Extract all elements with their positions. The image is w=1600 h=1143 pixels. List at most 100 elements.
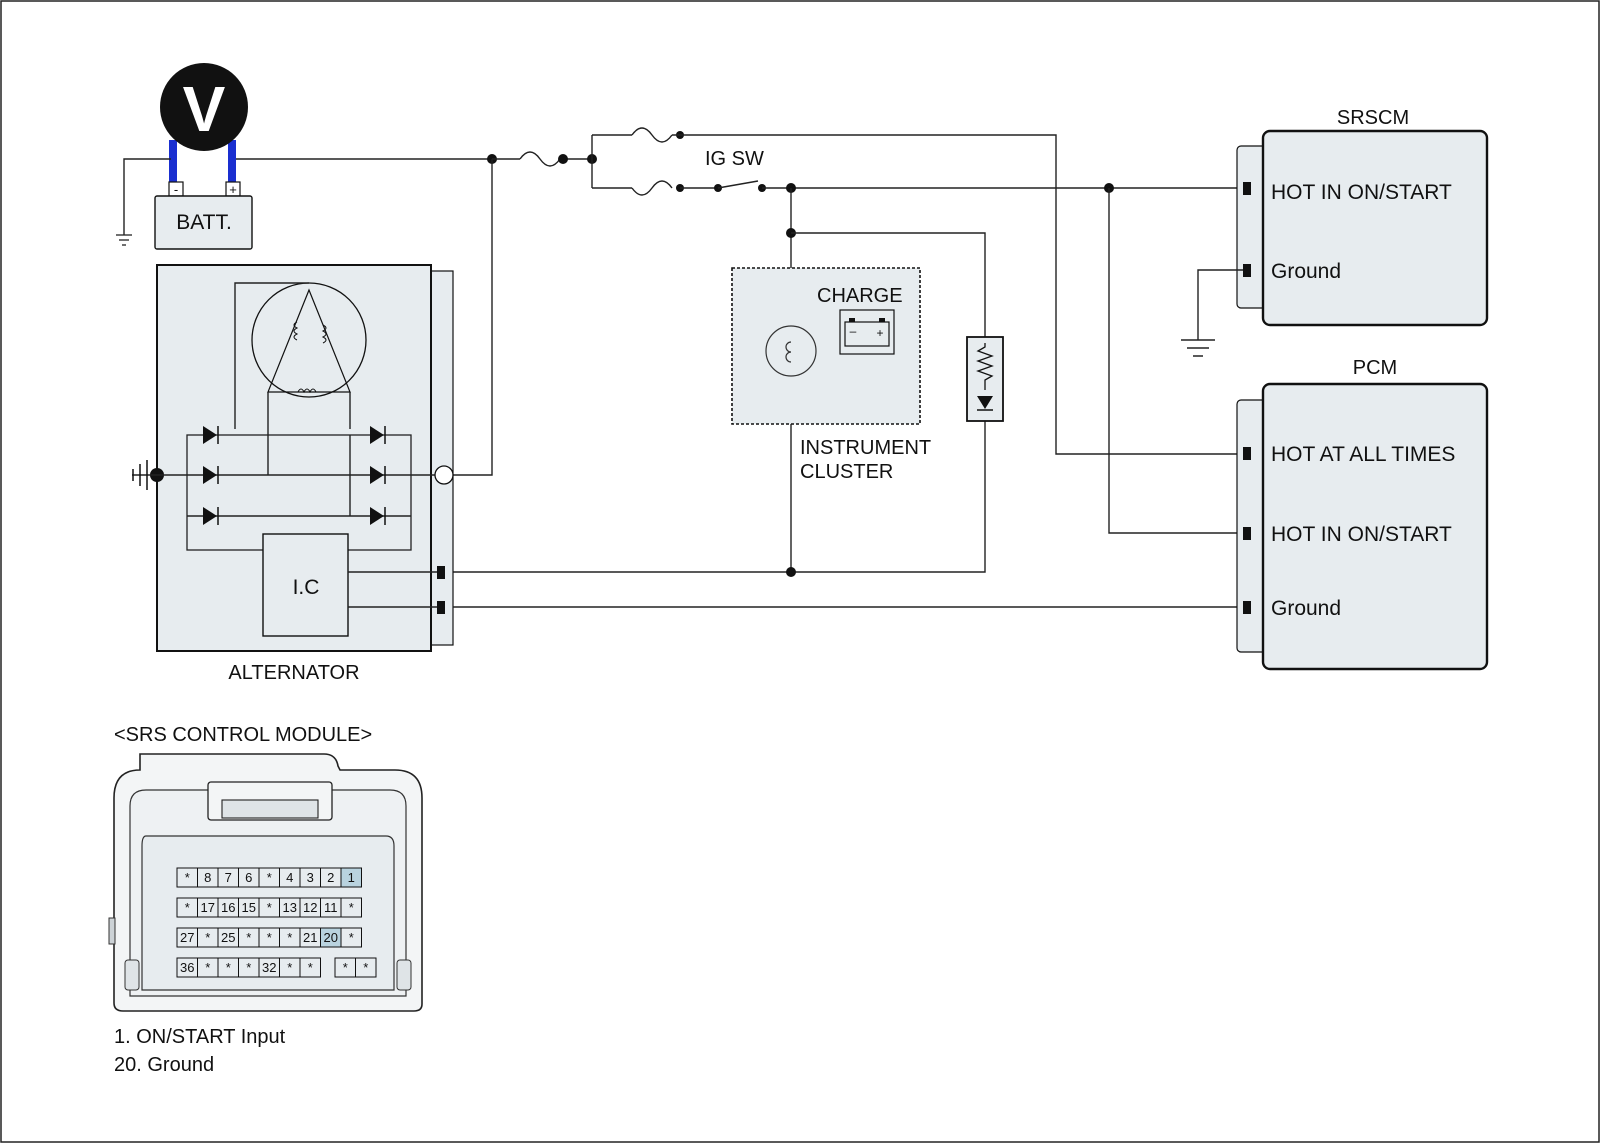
instrument-cluster-label-1: INSTRUMENT (800, 437, 931, 459)
connector-pin-label: * (349, 930, 354, 945)
b-plus-terminal (434, 465, 454, 485)
srscm-pin (1243, 264, 1251, 277)
junction-dot (558, 154, 568, 164)
battery-ground-wire (123, 158, 171, 235)
diode-icon (370, 507, 384, 525)
diode-icon (203, 466, 217, 484)
stator-delta (267, 288, 351, 393)
connector-pin-label: 2 (327, 870, 334, 885)
diode-icon (370, 426, 384, 444)
ig-switch-label: IG SW (705, 148, 764, 170)
connector-pin-label: * (308, 960, 313, 975)
pcm-pin (1243, 601, 1251, 614)
charge-lamp-icon (765, 325, 817, 377)
pcm-box (1261, 382, 1489, 671)
connector-pin-label: * (349, 900, 354, 915)
alternator-pin-l (437, 566, 445, 579)
connector-pin-label: 8 (204, 870, 211, 885)
charge-signal-wire (453, 421, 986, 573)
diode-icon (203, 507, 217, 525)
diode-icon (370, 466, 384, 484)
connector-corner-tab (396, 959, 412, 991)
battery-warning-pos (879, 318, 885, 322)
battery-warning-icon (839, 309, 895, 355)
battery: - + BATT. (154, 181, 253, 250)
connector-pin-label: * (226, 960, 231, 975)
main-fuse (519, 151, 561, 167)
connector-pin-label: 32 (262, 960, 276, 975)
battery-warning-neg (849, 318, 855, 322)
srscm-box (1261, 129, 1489, 327)
connector-pin-label: * (185, 870, 190, 885)
srscm-pin-label-1: HOT IN ON/START (1271, 181, 1452, 204)
connector-pin-label: 36 (180, 960, 194, 975)
connector-pin-label: * (363, 960, 368, 975)
battery-label: BATT. (176, 211, 232, 234)
alternator-pin-c (437, 601, 445, 614)
legend-item-2: 20. Ground (114, 1054, 214, 1076)
ignition-fuse (631, 180, 673, 196)
battery-ground-symbol (116, 234, 132, 246)
battery-pos-label: + (229, 182, 237, 197)
voltmeter-label: V (183, 73, 226, 145)
connector-pin-label: 13 (283, 900, 297, 915)
connector-pin-cell (299, 957, 321, 978)
pcm-module: PCM HOT AT ALL TIMES HOT IN ON/START Gro… (1236, 357, 1489, 671)
connector-pin-label: * (205, 930, 210, 945)
srscm-ground-wire (1197, 269, 1243, 340)
pcm-pin-label-2: HOT IN ON/START (1271, 523, 1452, 546)
ic-regulator-box (262, 533, 349, 637)
connector-pin-label: 16 (221, 900, 235, 915)
alternator-ground-symbol (132, 460, 148, 490)
instrument-cluster: CHARGE – + INSTRUMENT CLUSTER (731, 267, 931, 483)
hot-at-all-times-wire (672, 134, 1243, 455)
resistor-icon (976, 343, 994, 390)
alternator-label: ALTERNATOR (228, 662, 359, 684)
lamp-filament (785, 341, 792, 363)
connector-pin-label: 7 (225, 870, 232, 885)
voltmeter-neg-probe (169, 140, 177, 182)
srscm-module: SRSCM HOT IN ON/START Ground (1236, 107, 1489, 327)
ig-switch-blade (717, 180, 759, 189)
resistor-diode (966, 336, 1004, 422)
diode-icon (977, 396, 993, 409)
charge-neg-symbol: – (850, 324, 857, 338)
connector-pin-label: * (287, 930, 292, 945)
connector-pin-label: * (246, 960, 251, 975)
instrument-cluster-label-2: CLUSTER (800, 461, 893, 483)
pcm-ignition-wire (1108, 188, 1243, 534)
charge-label: CHARGE (817, 285, 903, 307)
connector-pin-label: 3 (307, 870, 314, 885)
connector-pin-label: 20 (324, 930, 338, 945)
connector-pin-label: 12 (303, 900, 317, 915)
connector-pin-cell (355, 957, 377, 978)
alternator-connector-tab (430, 270, 454, 646)
connector-pin-label: * (267, 900, 272, 915)
connector-lock-icon (221, 799, 319, 819)
connector-pin-label: 6 (245, 870, 252, 885)
connector-pin-label: 11 (324, 900, 338, 915)
srscm-pin-label-2: Ground (1271, 260, 1341, 283)
pcm-pin (1243, 447, 1251, 460)
connector-pin-label: * (205, 960, 210, 975)
rectifier-wire (234, 282, 309, 429)
connector-pin-label: * (267, 870, 272, 885)
resistor-feed-wire (791, 232, 986, 337)
junction-dot (786, 567, 796, 577)
connector-pin-cell (340, 897, 362, 918)
connector-pin-label: * (287, 960, 292, 975)
pcm-pin-label-1: HOT AT ALL TIMES (1271, 443, 1455, 466)
always-hot-fuse (631, 127, 673, 143)
alternator: I.C ALTERNATOR (132, 264, 454, 684)
pcm-title: PCM (1353, 357, 1397, 379)
charge-pos-symbol: + (876, 326, 883, 340)
voltmeter: V (160, 63, 248, 182)
stator-coil (293, 321, 299, 341)
battery-box (154, 195, 253, 250)
connector-pin-label: 17 (201, 900, 215, 915)
connector-corner-tab (124, 959, 140, 991)
stator-coil (297, 388, 317, 394)
